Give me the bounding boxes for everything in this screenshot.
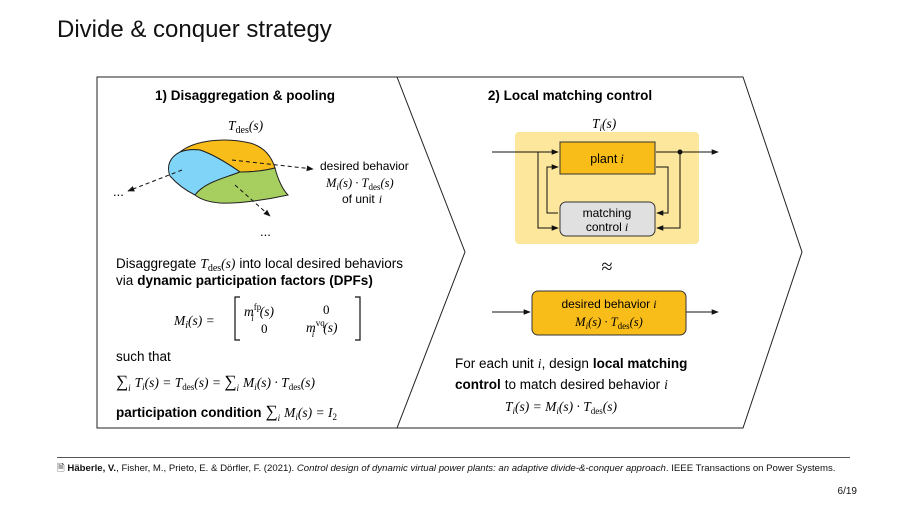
- slide-title: Divide & conquer strategy: [57, 16, 332, 43]
- desired-behavior-formula: Mi(s) · Tdes(s): [325, 176, 394, 192]
- page-number: 6/19: [837, 486, 857, 497]
- citation-venue: . IEEE Transactions on Power Systems.: [665, 463, 836, 474]
- svg-text:Mi(s) =: Mi(s) =: [173, 313, 215, 331]
- desired-behavior-block: [531, 290, 687, 336]
- left-panel-outline: [96, 76, 466, 429]
- left-panel-heading: 1) Disaggregation & pooling: [155, 88, 335, 103]
- right-panel-heading: 2) Local matching control: [488, 88, 652, 103]
- ti-equation: Ti(s) = Mi(s) · Tdes(s): [505, 399, 618, 416]
- citation-title: Control design of dynamic virtual power …: [296, 463, 666, 474]
- region-green: [194, 167, 289, 204]
- citation[interactable]: 🗎 Häberle, V., Fisher, M., Prieto, E. & …: [57, 462, 835, 478]
- svg-text:0: 0: [261, 321, 268, 336]
- approx-symbol: ≈: [602, 256, 613, 278]
- citation-authors-rest: , Fisher, M., Prieto, E. & Dörfler, F. (…: [116, 463, 295, 474]
- ellipsis-bottom: ...: [260, 224, 271, 239]
- document-icon: 🗎: [57, 463, 65, 474]
- desired-behavior-label: desired behavior: [320, 159, 409, 173]
- matching-control-block: [559, 201, 656, 237]
- junction-dot: [677, 149, 683, 155]
- feedback-loop: [492, 149, 719, 231]
- ti-label: Ti(s): [592, 116, 617, 133]
- tdes-label: Tdes(s): [228, 118, 264, 136]
- ellipsis-left: ...: [113, 184, 124, 199]
- region-blob: [127, 139, 314, 217]
- matching-control-line1: matching: [583, 206, 632, 220]
- citation-author: Häberle, V.: [67, 463, 117, 474]
- plant-block: [559, 141, 656, 175]
- svg-text:0: 0: [323, 302, 330, 317]
- desired-behavior-block-line2: Mi(s) · Tdes(s): [574, 315, 643, 331]
- such-that-label: such that: [116, 349, 171, 364]
- right-panel-outline: [397, 76, 803, 429]
- footer-divider: [57, 457, 850, 458]
